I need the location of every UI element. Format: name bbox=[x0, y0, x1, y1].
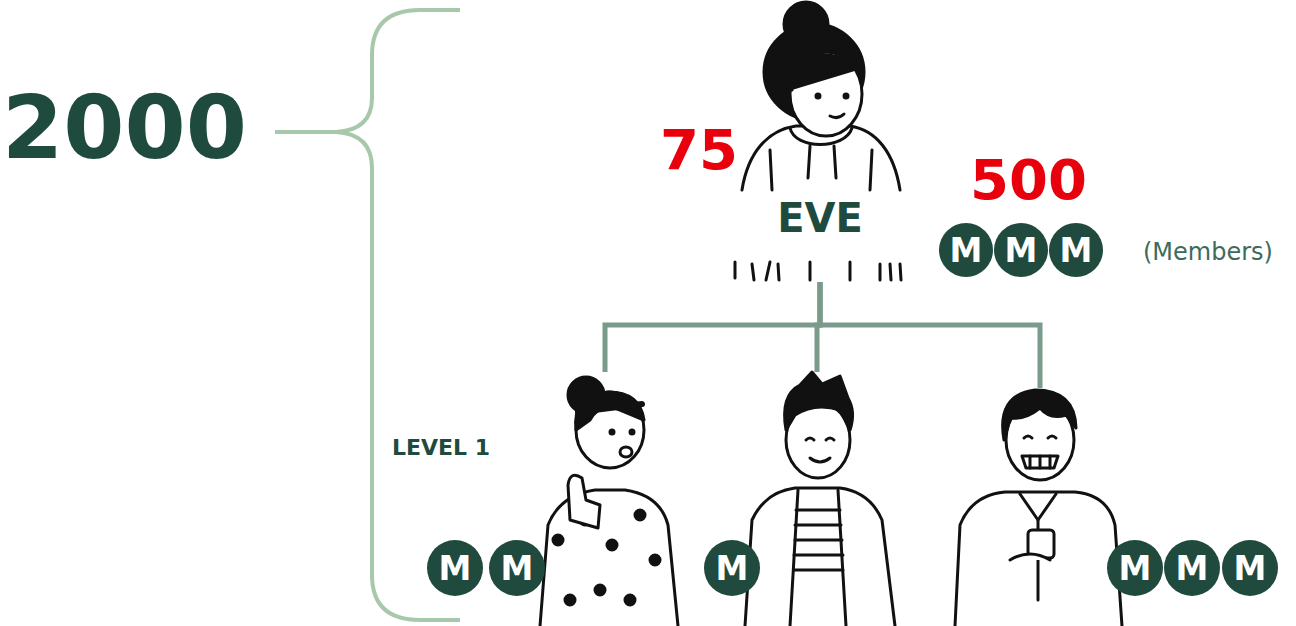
count-number: 500 bbox=[970, 152, 1087, 208]
hierarchy-connector bbox=[820, 282, 1040, 388]
member-badge: M bbox=[489, 540, 545, 596]
curly-bracket bbox=[275, 10, 460, 620]
member-badge: M bbox=[1049, 223, 1103, 277]
badge-letter: M bbox=[950, 234, 983, 267]
member-badge: M bbox=[1222, 540, 1278, 596]
member-badge: M bbox=[939, 223, 993, 277]
member-badge: M bbox=[704, 540, 760, 596]
eve-figure bbox=[735, 2, 901, 280]
badge-letter: M bbox=[501, 552, 534, 585]
members-note: (Members) bbox=[1143, 240, 1273, 264]
member-badge: M bbox=[994, 223, 1048, 277]
badge-letter: M bbox=[716, 552, 749, 585]
level-label: LEVEL 1 bbox=[392, 437, 490, 459]
member-badge: M bbox=[1164, 540, 1220, 596]
badge-letter: M bbox=[439, 552, 472, 585]
member-figure bbox=[540, 377, 678, 626]
hierarchy-connector bbox=[817, 282, 820, 372]
person-name: EVE bbox=[730, 198, 910, 238]
total-number: 2000 bbox=[2, 84, 247, 172]
badge-letter: M bbox=[1176, 552, 1209, 585]
member-badge: M bbox=[427, 540, 483, 596]
member-badge: M bbox=[1107, 540, 1163, 596]
leader-figure: EVE bbox=[730, 0, 910, 282]
member-figure: MM bbox=[420, 372, 690, 626]
badge-letter: M bbox=[1119, 552, 1152, 585]
badge-letter: M bbox=[1234, 552, 1267, 585]
hierarchy-connector bbox=[605, 282, 820, 372]
badge-letter: M bbox=[1060, 234, 1093, 267]
member-figure bbox=[955, 390, 1122, 626]
member-figure bbox=[745, 372, 895, 626]
badge-letter: M bbox=[1005, 234, 1038, 267]
count-number: 75 bbox=[660, 122, 738, 178]
member-figure: MMM bbox=[940, 388, 1290, 626]
member-figure: M bbox=[700, 372, 910, 626]
